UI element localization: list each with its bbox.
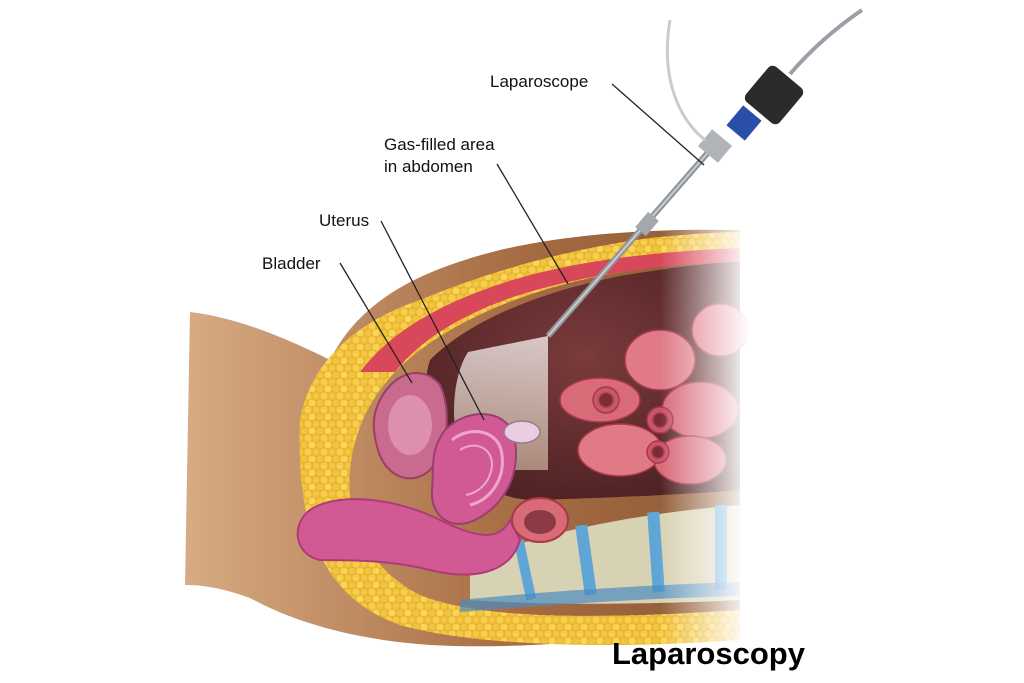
leader-bladder [339,262,413,384]
label-gas-line2: in abdomen [384,157,473,176]
label-gas-filled-area: Gas-filled area in abdomen [384,134,495,178]
leader-laparoscope [611,83,705,166]
leader-gas [496,163,569,285]
rectum [296,498,522,576]
leader-lines [339,83,705,421]
label-gas-line1: Gas-filled area [384,135,495,154]
ovary [503,420,541,444]
fade-overlay [660,220,750,660]
label-bladder: Bladder [262,254,321,273]
label-laparoscope: Laparoscope [490,72,589,91]
diagram-title: Laparoscopy [612,636,805,671]
laparoscope-instrument [545,8,864,338]
uterus [430,413,517,525]
label-uterus: Uterus [319,211,370,230]
leader-uterus [380,220,485,421]
